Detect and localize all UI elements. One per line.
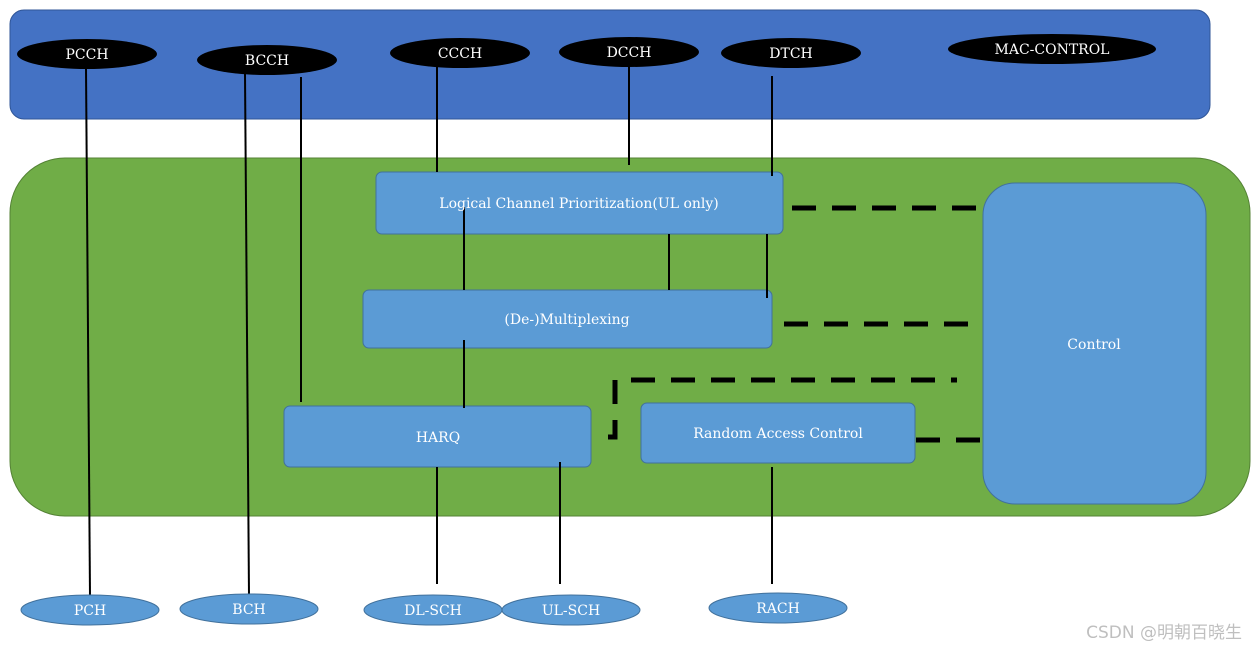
dtch-label: DTCH [769,46,812,62]
rac-label: Random Access Control [693,426,863,442]
pcch-to-pch-line [85,67,91,597]
mux-label: (De-)Multiplexing [504,312,629,328]
rach-channel [708,592,848,624]
lcp-label: Logical Channel Prioritization(UL only) [439,196,718,212]
bch-label: BCH [232,602,265,618]
mux-block [362,289,773,349]
upper-channel-group: PCCH BCCH CCCH DCCH DTCH MAC-CONTROL [17,34,1156,75]
pch-channel [20,594,160,626]
ccch-channel [390,38,530,68]
bcch-to-bch-line [244,73,250,597]
dcch-label: DCCH [607,45,652,61]
pcch-label: PCCH [65,47,108,63]
watermark: CSDN @明朝百晓生 [1086,623,1242,643]
rach-label: RACH [756,601,800,617]
dcch-channel [559,37,699,67]
mac-control-channel [948,34,1156,64]
lcp-block [375,171,784,235]
bch-channel [179,593,319,625]
pcch-channel [17,39,157,69]
rac-block [640,402,916,464]
bcch-label: BCCH [245,53,289,69]
control-label: Control [1067,337,1121,353]
mac-control-label: MAC-CONTROL [995,42,1110,58]
harq-control-dash [608,377,957,440]
control-block [982,182,1207,505]
bcch-channel [197,45,337,75]
ccch-label: CCCH [438,46,482,62]
ul-sch-label: UL-SCH [542,603,600,619]
harq-label: HARQ [416,430,460,446]
ul-sch-channel [501,594,641,626]
dtch-channel [721,38,861,68]
dashed-connections [608,205,983,443]
dl-sch-label: DL-SCH [404,603,462,619]
pch-label: PCH [74,603,106,619]
transport-channel-group: PCH BCH DL-SCH UL-SCH RACH [20,592,848,626]
solid-connections [85,64,773,597]
block-label-group: Logical Channel Prioritization(UL only) … [416,196,1121,446]
